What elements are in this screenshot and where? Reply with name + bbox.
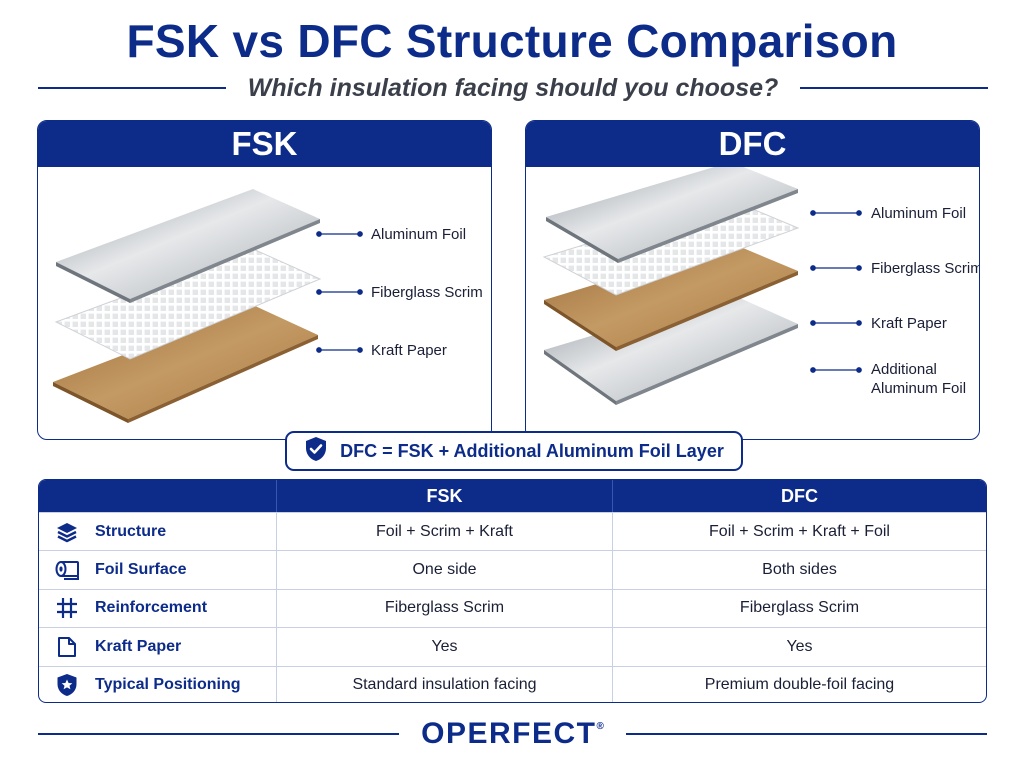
row-label: Kraft Paper <box>95 637 182 655</box>
fsk-callout-lines <box>316 231 363 353</box>
header-cell-dfc: DFC <box>612 480 986 512</box>
brand-name: OPERFECT <box>421 717 597 750</box>
fsk-cell: Foil + Scrim + Kraft <box>276 513 612 551</box>
row-label-cell: Kraft Paper <box>39 628 276 665</box>
dfc-label-aluminum-foil-2: Aluminum Foil <box>871 380 966 397</box>
table-row: Structure Foil + Scrim + Kraft Foil + Sc… <box>39 512 986 551</box>
aluminum-foil-layer <box>546 167 798 263</box>
subtitle-row: Which insulation facing should you choos… <box>38 72 989 104</box>
row-label-cell: Reinforcement <box>39 590 276 627</box>
dfc-cell: Foil + Scrim + Kraft + Foil <box>612 513 986 551</box>
dfc-label-fiberglass-scrim: Fiberglass Scrim <box>871 260 980 277</box>
footer: OPERFECT® <box>38 716 988 752</box>
table-header: FSK DFC <box>39 480 986 512</box>
table-row: Kraft Paper Yes Yes <box>39 627 986 666</box>
dfc-label-aluminum-foil: Aluminum Foil <box>871 205 966 222</box>
shield-check-icon <box>304 436 328 467</box>
fsk-label-kraft-paper: Kraft Paper <box>371 342 447 359</box>
row-label-cell: Typical Positioning <box>39 667 276 702</box>
dfc-cell: Premium double-foil facing <box>612 666 986 702</box>
page-subtitle: Which insulation facing should you choos… <box>247 73 779 102</box>
additional-aluminum-foil-layer <box>544 294 798 405</box>
table-row: Foil Surface One side Both sides <box>39 550 986 589</box>
formula-banner: DFC = FSK + Additional Aluminum Foil Lay… <box>285 431 743 471</box>
brand-logo: OPERFECT® <box>399 717 626 751</box>
star-shield-icon <box>53 673 81 697</box>
aluminum-foil-layer <box>56 189 320 303</box>
dfc-cell: Fiberglass Scrim <box>612 589 986 628</box>
header-cell-empty <box>39 480 276 512</box>
fsk-cell: Yes <box>276 628 612 666</box>
fsk-panel-title: FSK <box>38 121 491 167</box>
kraft-paper-layer <box>544 243 798 351</box>
foil-roll-icon <box>53 558 81 582</box>
dfc-cell: Both sides <box>612 551 986 589</box>
row-label-cell: Foil Surface <box>39 551 276 588</box>
page-title: FSK vs DFC Structure Comparison <box>126 15 898 67</box>
fsk-label-aluminum-foil: Aluminum Foil <box>371 226 466 243</box>
dfc-callout-lines <box>810 210 862 373</box>
trademark-symbol: ® <box>596 721 604 732</box>
fsk-label-fiberglass-scrim: Fiberglass Scrim <box>371 284 483 301</box>
dfc-label-kraft-paper: Kraft Paper <box>871 315 947 332</box>
dfc-panel: DFC Aluminum Foil Fiberglass Scrim Kr <box>525 120 980 440</box>
dfc-panel-title: DFC <box>526 121 979 167</box>
dfc-cell: Yes <box>612 628 986 666</box>
dfc-label-additional: Additional <box>871 361 937 378</box>
fsk-layer-diagram: Aluminum Foil Fiberglass Scrim Kraft Pap… <box>53 189 483 423</box>
divider <box>38 733 400 735</box>
comparison-table: FSK DFC Structure Foil + Scrim + Kraft F… <box>38 479 987 703</box>
paper-icon <box>53 635 81 659</box>
row-label-cell: Structure <box>39 513 276 550</box>
divider <box>38 87 226 89</box>
row-label: Foil Surface <box>95 561 187 579</box>
fsk-cell: Standard insulation facing <box>276 666 612 702</box>
layers-icon <box>53 520 81 544</box>
header-cell-fsk: FSK <box>276 480 612 512</box>
row-label: Typical Positioning <box>95 676 241 694</box>
table-row: Reinforcement Fiberglass Scrim Fiberglas… <box>39 588 986 628</box>
kraft-paper-layer <box>53 305 318 423</box>
table-row: Typical Positioning Standard insulation … <box>39 665 986 702</box>
divider <box>625 733 988 735</box>
fsk-cell: One side <box>276 551 612 589</box>
row-label: Reinforcement <box>95 599 208 617</box>
dfc-layer-diagram: Aluminum Foil Fiberglass Scrim Kraft Pap… <box>542 167 980 405</box>
formula-text: DFC = FSK + Additional Aluminum Foil Lay… <box>340 440 724 461</box>
fsk-panel: FSK Aluminum Foil Fiberglass Scrim Kraft… <box>37 120 492 440</box>
fsk-cell: Fiberglass Scrim <box>276 589 612 628</box>
grid-icon <box>53 596 81 620</box>
row-label: Structure <box>95 522 167 540</box>
divider <box>800 87 989 89</box>
